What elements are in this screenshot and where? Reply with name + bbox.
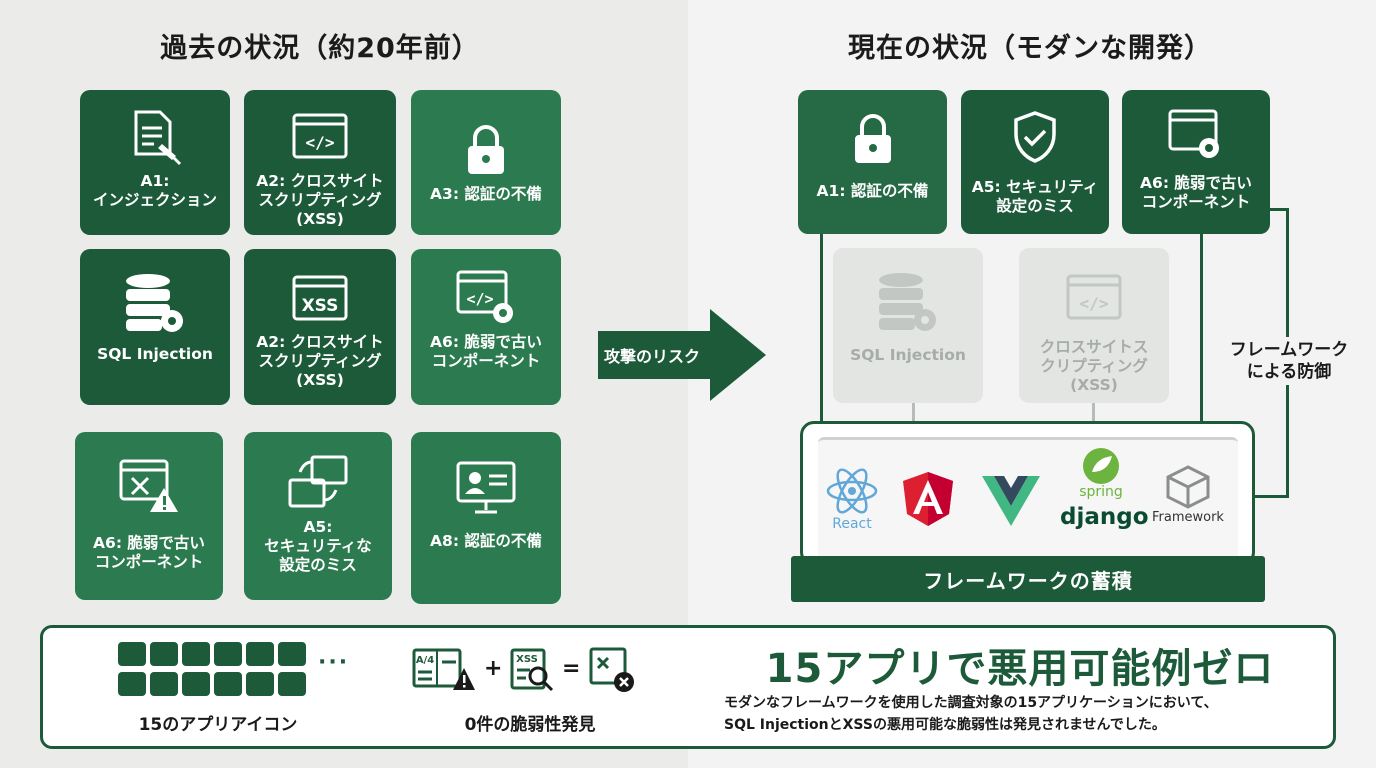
app-icon — [278, 642, 306, 666]
lock-icon — [851, 110, 895, 168]
connector-line — [1200, 234, 1203, 424]
risk-arrow-label: 攻撃のリスク — [604, 347, 701, 366]
past-card-xss-2: XSS A2: クロスサイト スクリプティング (XSS) — [244, 249, 396, 405]
code-window-gear-icon: </> — [455, 269, 517, 327]
card-label: A5: セキュリティな 設定のミス — [264, 518, 372, 574]
mitigated-card-xss: </> クロスサイトス クリプティング (XSS) — [1019, 248, 1169, 403]
card-label: A2: クロスサイト スクリプティング (XSS) — [256, 333, 384, 389]
equals-sign: = — [562, 656, 581, 681]
card-label: A3: 認証の不備 — [430, 185, 542, 203]
angular-icon — [903, 472, 953, 526]
present-title: 現在の状況（モダンな開発） — [848, 33, 1212, 64]
react-logo: React — [824, 466, 880, 532]
spring-icon — [1083, 448, 1119, 484]
app-icon — [214, 672, 242, 696]
card-label: A6: 脆弱で古い コンポーネント — [93, 534, 205, 571]
framework-defense-label: フレームワーク による防御 — [1214, 337, 1364, 385]
window-warning-icon — [118, 458, 180, 516]
connector-line — [1092, 403, 1095, 423]
app-icon — [150, 672, 178, 696]
summary-description-line2: SQL InjectionとXSSの悪用可能な脆弱性は発見されませんでした。 — [724, 717, 1166, 733]
vuln-report-icon: A/4 — [412, 648, 476, 696]
card-label: クロスサイトス クリプティング (XSS) — [1039, 338, 1149, 394]
apps-caption: 15のアプリアイコン — [138, 715, 298, 735]
document-injection-icon — [128, 108, 182, 166]
card-label: A8: 認証の不備 — [430, 532, 542, 550]
react-icon — [826, 468, 878, 514]
shield-check-icon — [1011, 108, 1059, 166]
window-gear-icon — [1167, 106, 1225, 164]
card-label: A6: 脆弱で古い コンポーネント — [1140, 174, 1252, 211]
past-card-auth-2: A8: 認証の不備 — [411, 432, 561, 604]
spring-logo: spring — [1078, 446, 1124, 500]
django-logo: django — [1060, 504, 1149, 530]
app-icon — [214, 642, 242, 666]
app-icon — [182, 672, 210, 696]
risk-arrow — [596, 307, 768, 407]
svg-text:</>: </> — [306, 133, 335, 152]
app-icon — [278, 672, 306, 696]
framework-logo: Framework — [1152, 464, 1224, 525]
present-card-components: A6: 脆弱で古い コンポーネント — [1122, 90, 1270, 234]
xss-window-icon: XSS — [291, 269, 349, 327]
spring-label: spring — [1079, 484, 1123, 500]
connector-line — [820, 234, 823, 424]
id-card-monitor-icon — [455, 460, 517, 518]
database-gear-icon — [875, 268, 941, 338]
summary-description-line1: モダンなフレームワークを使用した調査対象の15アプリケーションにおいて、 — [724, 695, 1218, 711]
app-icon — [118, 672, 146, 696]
vue-logo — [980, 474, 1042, 526]
zero-exploits-headline: 15アプリで悪用可能例ゼロ — [765, 646, 1275, 692]
card-label: A6: 脆弱で古い コンポーネント — [430, 333, 542, 370]
more-dots: ··· — [318, 650, 350, 675]
past-card-injection: A1: インジェクション — [80, 90, 230, 235]
connector-line — [1268, 208, 1288, 211]
past-card-xss-1: </> A2: クロスサイト スクリプティング (XSS) — [244, 90, 396, 235]
database-gear-icon — [122, 271, 188, 337]
svg-text:</>: </> — [466, 290, 493, 308]
svg-text:</>: </> — [1080, 294, 1109, 313]
card-label: A2: クロスサイト スクリプティング (XSS) — [256, 172, 384, 228]
no-vulnerability-icon — [588, 646, 636, 698]
past-card-misconfig: A5: セキュリティな 設定のミス — [244, 432, 392, 600]
vuln-report-label: A/4 — [416, 655, 434, 666]
framework-platform-inner — [818, 437, 1238, 562]
app-icon — [246, 672, 274, 696]
card-label: A1: 認証の不備 — [816, 182, 929, 200]
card-label: A1: インジェクション — [92, 172, 217, 209]
code-window-icon: </> — [291, 108, 349, 166]
plus-sign: + — [484, 656, 503, 681]
framework-label: Framework — [1152, 510, 1224, 525]
framework-cube-icon — [1166, 465, 1210, 509]
mitigated-card-sql: SQL Injection — [833, 248, 983, 403]
angular-logo — [900, 470, 956, 528]
app-icon — [150, 642, 178, 666]
vue-icon — [982, 476, 1040, 526]
past-title: 過去の状況（約20年前） — [160, 33, 480, 64]
django-label: django — [1060, 504, 1149, 530]
svg-text:XSS: XSS — [302, 296, 339, 316]
windows-sync-icon — [286, 454, 350, 512]
card-label: A5: セキュリティ 設定のミス — [971, 178, 1099, 215]
present-card-misconfig: A5: セキュリティ 設定のミス — [961, 90, 1109, 234]
connector-line — [1255, 495, 1289, 498]
vuln-caption: 0件の脆弱性発見 — [464, 715, 596, 735]
app-icon — [118, 642, 146, 666]
react-label: React — [832, 516, 872, 532]
past-card-auth: A3: 認証の不備 — [411, 90, 561, 235]
code-window-icon: </> — [1065, 268, 1123, 328]
app-icon — [182, 642, 210, 666]
past-card-sql: SQL Injection — [80, 249, 230, 405]
lock-icon — [464, 121, 508, 179]
xss-search-icon: XSS — [510, 648, 554, 696]
card-label: SQL Injection — [97, 345, 213, 363]
framework-accumulation-bar: フレームワークの蓄積 — [791, 556, 1265, 602]
connector-line — [912, 403, 915, 423]
past-card-components: </> A6: 脆弱で古い コンポーネント — [411, 249, 561, 405]
xss-search-label: XSS — [516, 654, 538, 665]
app-icon — [246, 642, 274, 666]
past-card-components-2: A6: 脆弱で古い コンポーネント — [75, 432, 223, 600]
present-card-auth: A1: 認証の不備 — [798, 90, 947, 234]
card-label: SQL Injection — [850, 346, 966, 364]
